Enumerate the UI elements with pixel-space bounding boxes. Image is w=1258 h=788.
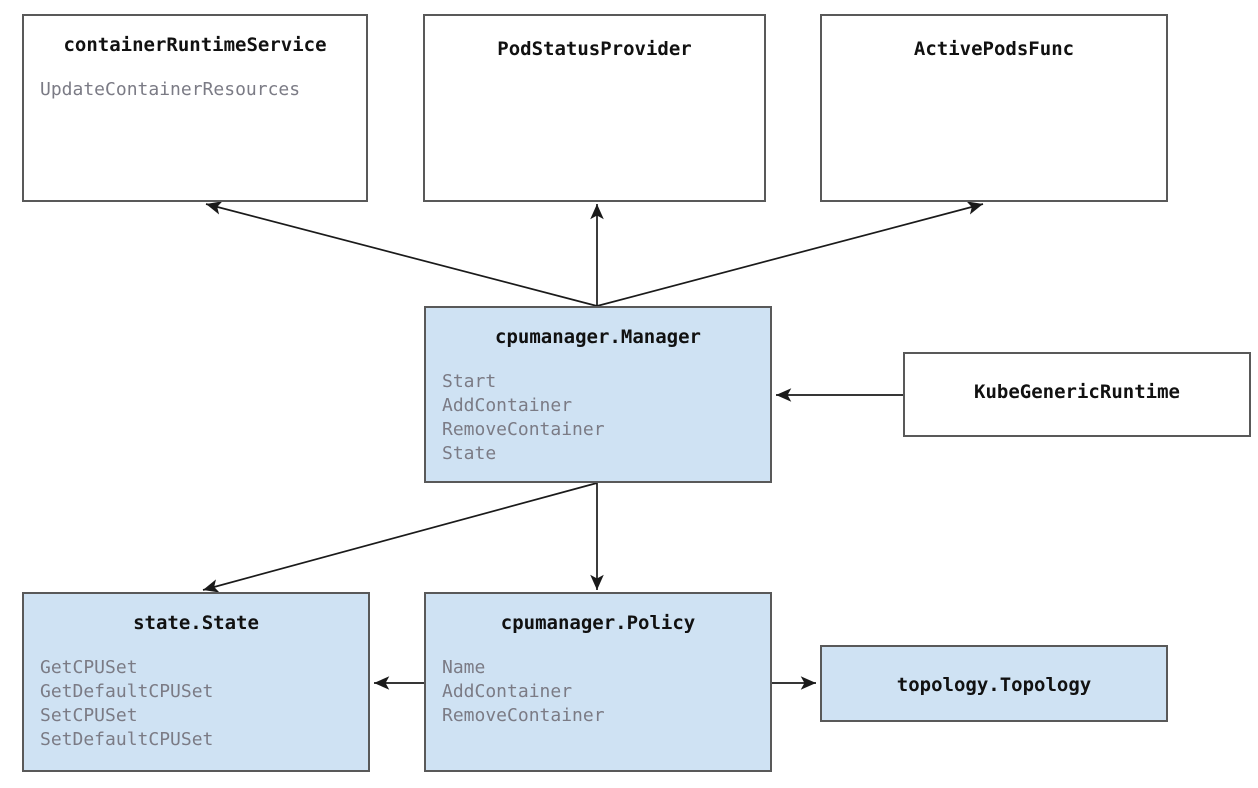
class-box-cpumanager-manager[interactable]: cpumanager.Manager Start AddContainer Re… [424,306,772,483]
class-member: UpdateContainerResources [40,79,301,100]
class-member: Name [442,657,486,678]
class-member: SetCPUSet [40,705,138,726]
class-title: cpumanager.Policy [500,612,696,634]
class-member: RemoveContainer [442,419,605,440]
class-members: GetCPUSet GetDefaultCPUSet SetCPUSet Set… [24,656,368,752]
class-members: Name AddContainer RemoveContainer [426,656,770,728]
class-member: GetCPUSet [40,657,138,678]
class-member: State [442,443,497,464]
class-title: PodStatusProvider [497,38,692,60]
class-member: AddContainer [442,681,573,702]
class-member: GetDefaultCPUSet [40,681,214,702]
class-members: UpdateContainerResources [24,78,366,102]
class-box-state-state[interactable]: state.State GetCPUSet GetDefaultCPUSet S… [22,592,370,772]
class-title: topology.Topology [896,674,1092,696]
arrow-manager-to-activePodsFunc [596,201,984,307]
class-title: ActivePodsFunc [913,38,1075,60]
arrow-manager-to-stateState [202,482,598,593]
class-member: SetDefaultCPUSet [40,729,214,750]
class-title: cpumanager.Manager [495,326,701,348]
class-member: Start [442,371,497,392]
class-box-active-pods-func[interactable]: ActivePodsFunc [820,14,1168,202]
class-box-cpumanager-policy[interactable]: cpumanager.Policy Name AddContainer Remo… [424,592,772,772]
class-box-topology-topology[interactable]: topology.Topology [820,645,1168,722]
class-title: containerRuntimeService [63,34,327,56]
class-member: AddContainer [442,395,573,416]
class-member: RemoveContainer [442,705,605,726]
class-members: Start AddContainer RemoveContainer State [426,370,770,466]
class-title: state.State [133,612,259,634]
arrow-manager-to-containerRuntimeService [205,201,598,307]
class-box-pod-status-provider[interactable]: PodStatusProvider [423,14,766,202]
class-box-container-runtime-service[interactable]: containerRuntimeService UpdateContainerR… [22,14,368,202]
class-box-kube-generic-runtime[interactable]: KubeGenericRuntime [903,352,1251,437]
class-title: KubeGenericRuntime [974,381,1180,403]
